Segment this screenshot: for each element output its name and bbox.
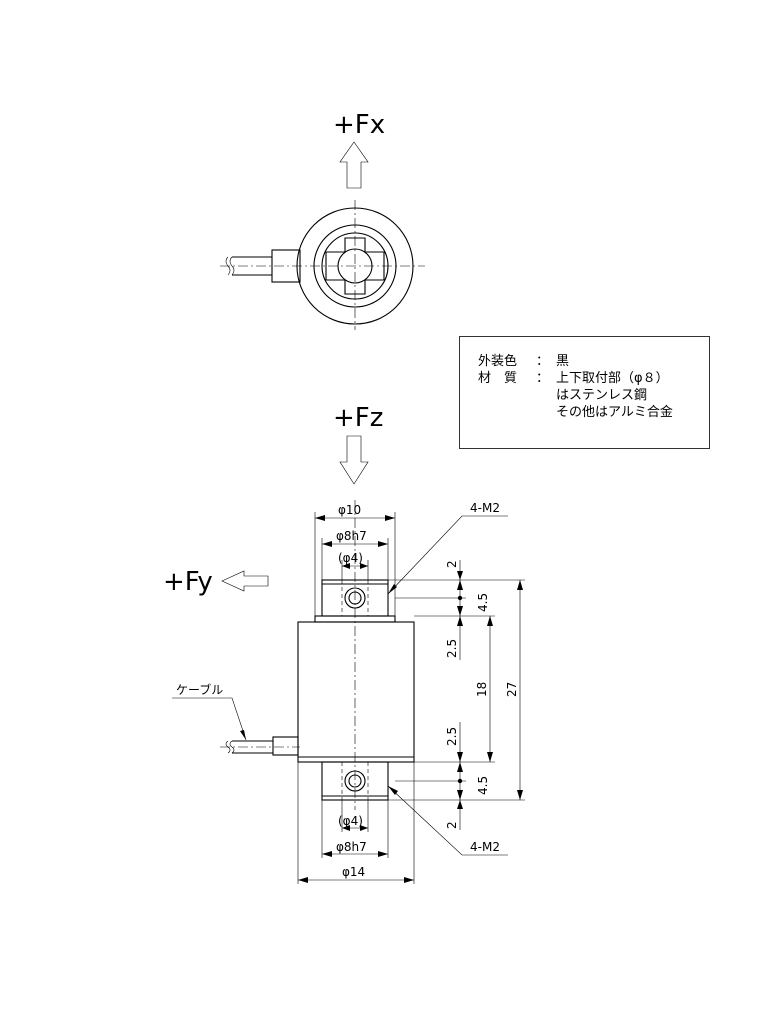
fz-arrow-icon xyxy=(339,435,369,485)
note-color-label: 外装色 xyxy=(478,354,518,369)
dim-top-outer-dia: φ10 xyxy=(338,503,361,517)
force-fx-label: +Fx xyxy=(333,110,385,140)
dim-v-bottom-step: 2.5 xyxy=(445,727,459,746)
note-material-line3: その他はアルミ合金 xyxy=(556,405,673,420)
dim-body-dia: φ14 xyxy=(342,865,365,879)
fx-arrow-icon xyxy=(339,141,369,189)
force-fy-label: +Fy xyxy=(163,567,213,597)
thread-top-label: 4-M2 xyxy=(470,501,500,515)
top-view-ring-circle xyxy=(313,224,397,308)
side-view: +Fz +Fy xyxy=(163,403,525,884)
note-material-line2: はステンレス鋼 xyxy=(556,388,648,403)
cable-label: ケーブル xyxy=(176,682,223,697)
side-view-cable xyxy=(220,736,300,756)
body xyxy=(297,621,415,763)
note-color-value: 黒 xyxy=(556,354,570,369)
top-connector xyxy=(314,579,396,623)
dim-top-inner-dia: (φ4) xyxy=(338,551,363,565)
force-fz-label: +Fz xyxy=(333,403,383,433)
spec-notes-box: 外装色 ： 黒 材 質 ： 上下取付部（φ８） はステンレス鋼 その他はアルミ合… xyxy=(459,336,710,449)
dim-v-top-gap: 2 xyxy=(445,560,459,568)
thread-bottom-leader xyxy=(387,785,508,856)
dim-v-top-step: 2.5 xyxy=(445,639,459,658)
dim-v-body: 18 xyxy=(475,682,489,697)
dim-v-top-hole: 4.5 xyxy=(476,593,490,612)
fy-arrow-icon xyxy=(221,570,269,592)
thread-top-leader xyxy=(387,515,508,595)
note-material-sep: ： xyxy=(536,371,550,386)
note-material-line1: 上下取付部（φ８） xyxy=(556,371,669,386)
dim-bottom-inner-dia: (φ4) xyxy=(338,814,363,828)
note-color-sep: ： xyxy=(536,354,550,369)
dim-v-bottom-gap: 2 xyxy=(445,821,459,829)
dim-top-fit-dia: φ8h7 xyxy=(336,529,367,543)
top-view-cable xyxy=(225,249,301,283)
cable-leader xyxy=(172,697,247,741)
dim-v-total: 27 xyxy=(505,682,519,697)
top-view-flange-circle xyxy=(321,232,389,300)
note-row-material: 材 質 ： 上下取付部（φ８） xyxy=(478,370,709,387)
bottom-connector xyxy=(321,761,389,801)
top-view: +Fx xyxy=(220,110,425,330)
thread-bottom-label: 4-M2 xyxy=(470,840,500,854)
top-view-center-hole xyxy=(337,248,373,284)
note-row-color: 外装色 ： 黒 xyxy=(478,353,709,370)
dim-v-bottom-hole: 4.5 xyxy=(476,776,490,795)
top-view-outer-circle xyxy=(296,207,414,325)
dim-bottom-fit-dia: φ8h7 xyxy=(336,840,367,854)
note-material-label: 材 質 xyxy=(478,371,518,386)
